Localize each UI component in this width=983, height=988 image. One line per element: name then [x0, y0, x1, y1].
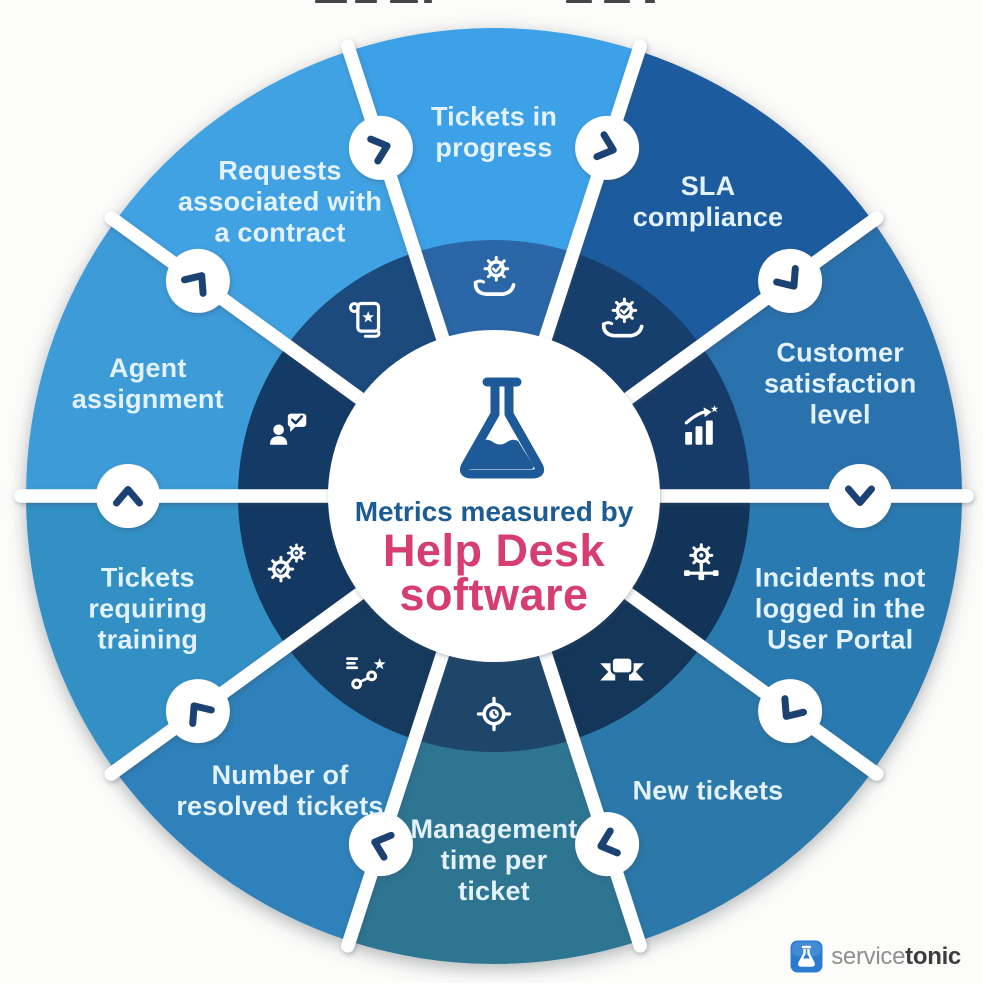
- chevron-marker-circle: [758, 679, 823, 744]
- segment-label: New tickets: [633, 776, 784, 806]
- crop-artifact-dash: [645, 0, 655, 3]
- chevron-marker-circle: [348, 812, 413, 877]
- gears-check-icon: [267, 543, 307, 583]
- segment-divider: [104, 577, 380, 781]
- gear-in-hand-icon: [601, 297, 644, 338]
- chevron-marker-circle: [96, 464, 160, 528]
- segment-divider: [341, 39, 455, 361]
- crop-artifact-dash: [604, 0, 630, 3]
- ribbon-icon: [600, 656, 644, 681]
- roadmap-star-icon: [346, 657, 386, 690]
- target-clock-icon: [476, 696, 512, 732]
- center-title: Metrics measured by: [355, 496, 634, 527]
- chevron-icon: [845, 485, 875, 506]
- chevron-icon: [371, 831, 395, 861]
- crop-artifact-dash: [424, 0, 432, 3]
- logo-service-text: service: [831, 942, 906, 970]
- chevron-icon: [781, 695, 808, 720]
- chevron-marker-circle: [165, 248, 230, 313]
- wheel-center: Metrics measured by Help Desk software: [328, 330, 660, 662]
- chevron-marker-circle: [348, 115, 413, 180]
- chevron-marker-circle: [828, 464, 892, 528]
- chevron-icon: [597, 827, 621, 857]
- segment-dividers: [14, 39, 974, 953]
- center-brand-line1: Help Desk: [383, 525, 606, 576]
- crop-artifact-dash: [390, 0, 418, 3]
- crop-artifact-dash: [566, 0, 592, 3]
- segment-divider: [533, 631, 647, 953]
- inner-ring-segment-sla-compliance: [544, 252, 702, 400]
- chevron-icon: [113, 486, 143, 507]
- segment-divider: [608, 577, 884, 781]
- inner-ring-icons: [267, 256, 719, 732]
- segment-divider: [104, 211, 380, 415]
- servicetonic-logo: servicetonic: [790, 940, 961, 973]
- network-gear-icon: [684, 543, 719, 581]
- flask-badge-icon: [790, 940, 823, 973]
- chevron-icon: [773, 264, 799, 290]
- segment-divider: [608, 211, 884, 415]
- chevron-marker-circle: [575, 115, 640, 180]
- chevron-marker-circle: [165, 679, 230, 744]
- chevron-icon: [367, 135, 391, 165]
- crop-artifact-dash: [355, 0, 377, 3]
- inner-ring-segment-number-of-resolved-tickets: [286, 592, 444, 740]
- chevron-marker-circle: [758, 248, 823, 313]
- flask-icon: [460, 377, 544, 479]
- crop-artifact-dash: [315, 0, 347, 3]
- inner-ring-segment-tickets-in-progress: [414, 239, 574, 340]
- chevron-icon: [189, 702, 215, 728]
- logo-tonic-text: tonic: [905, 942, 961, 970]
- center-circle: [328, 330, 660, 662]
- inner-ring-segment-requests-associated-with-a-contract: [286, 252, 444, 400]
- chevron-icon: [180, 272, 207, 297]
- agent-chat-icon: [270, 413, 307, 445]
- contract-scroll-icon: [348, 301, 381, 338]
- segment-divider: [341, 631, 455, 953]
- servicetonic-wordmark: servicetonic: [831, 942, 961, 970]
- bar-chart-growth-icon: [684, 405, 719, 445]
- chevron-icon: [593, 131, 617, 161]
- segment-divider: [533, 39, 647, 361]
- center-brand-line2: software: [399, 569, 588, 620]
- chevron-marker-circle: [575, 812, 640, 877]
- gear-in-hand-icon: [473, 256, 516, 296]
